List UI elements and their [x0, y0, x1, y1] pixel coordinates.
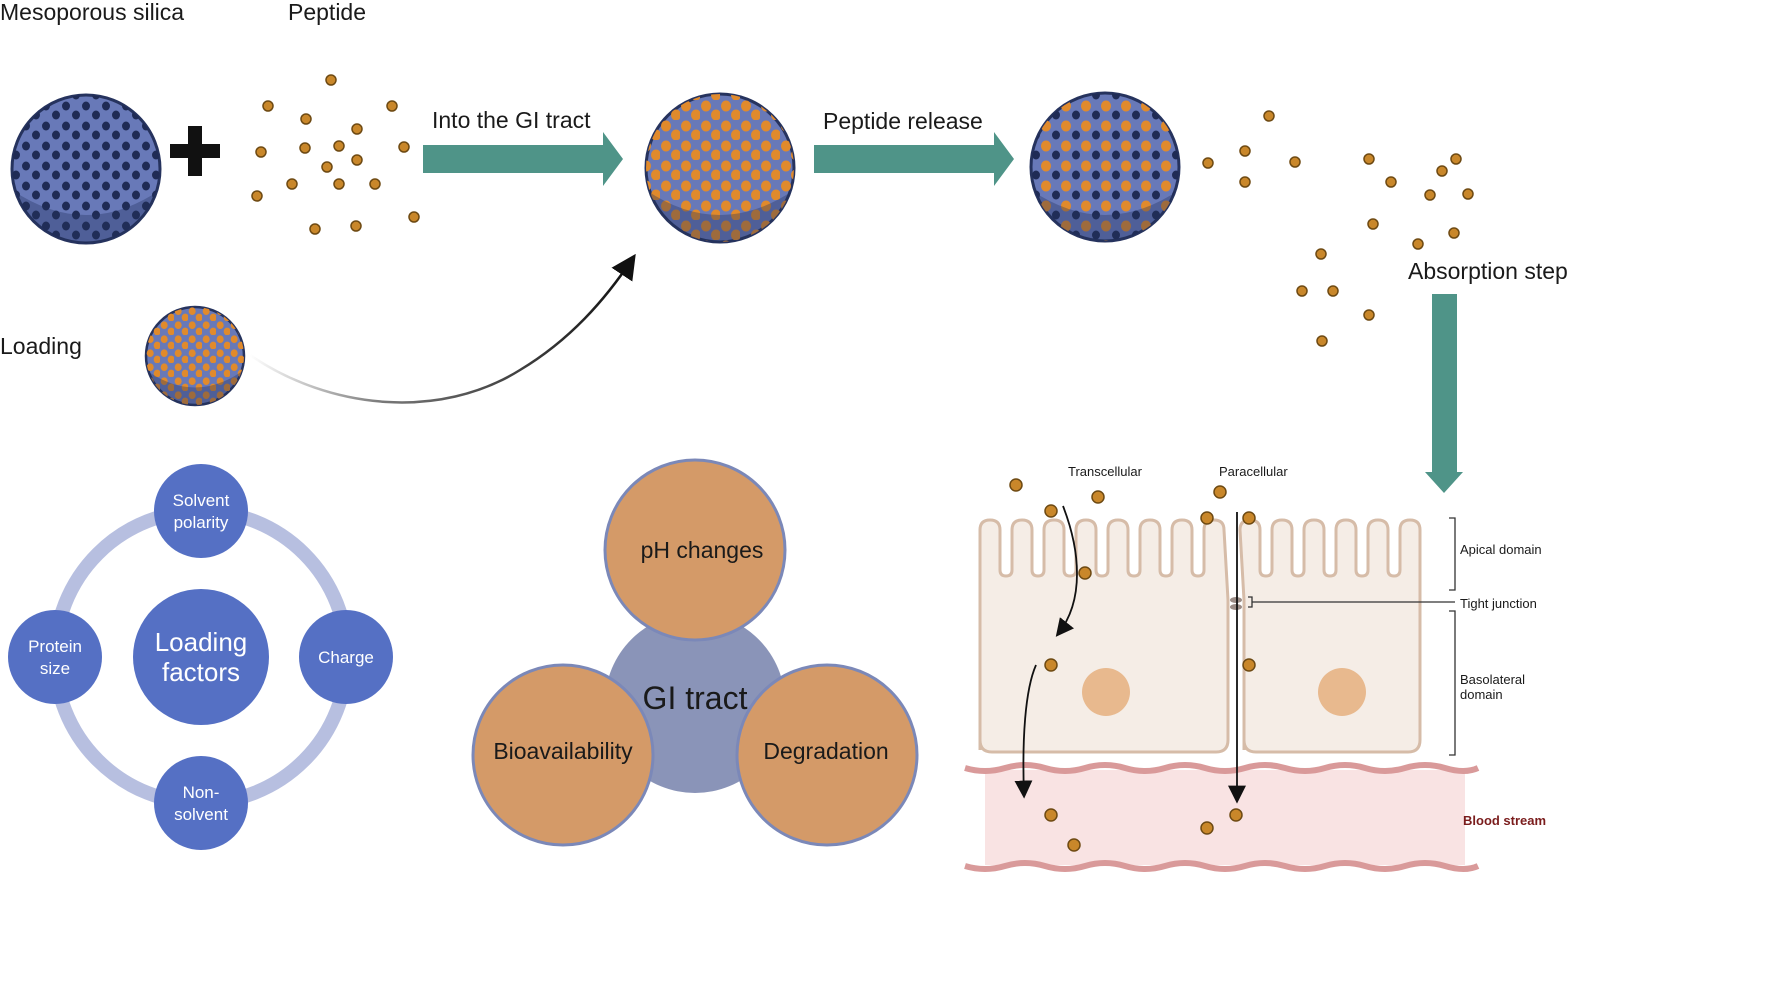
epithelial-cell-left [978, 518, 1230, 754]
silica-particle-loaded [644, 92, 796, 244]
factor-solvent-polarity-line1: Solvent [173, 491, 230, 510]
loading-factors-center-line2: factors [162, 657, 240, 687]
gi-ph-changes [603, 458, 787, 642]
absorption-step-label: Absorption step [1408, 258, 1568, 284]
released-peptides [1202, 110, 1474, 347]
factor-protein-size-line1: Protein [28, 637, 82, 656]
apical-domain-bracket [1449, 517, 1456, 591]
gi-tract-diagram: GI tract pH changes Bioavailability Degr… [471, 458, 919, 847]
loading-curve-arrow [249, 253, 636, 404]
loading-factors-center-line1: Loading [155, 627, 248, 657]
blood-vessel-wall-bottom [964, 860, 1480, 872]
into-gi-tract-label: Into the GI tract [432, 107, 591, 133]
blood-stream-label: Blood stream [1463, 813, 1546, 828]
peptide-release-label: Peptide release [823, 108, 983, 134]
factor-non-solvent-line1: Non- [183, 783, 220, 802]
transcellular-label: Transcellular [1068, 464, 1143, 479]
plus-icon [170, 126, 220, 176]
peptide-label: Peptide [288, 0, 366, 25]
loading-factors-diagram: Loading factors Solvent polarity Charge … [8, 464, 393, 850]
silica-particle-releasing [1029, 91, 1181, 243]
apical-domain-label: Apical domain [1460, 542, 1542, 557]
silica-particle-empty [10, 93, 162, 245]
silica-particle-small-loaded [144, 305, 246, 407]
factor-protein-size [8, 610, 102, 704]
factor-charge [299, 610, 393, 704]
transcellular-arrow-upper [1055, 505, 1078, 637]
factor-protein-size-line2: size [40, 659, 70, 678]
tight-junction-label: Tight junction [1460, 596, 1537, 611]
absorbed-peptides [1009, 478, 1256, 852]
factor-solvent-polarity [154, 464, 248, 558]
basolateral-domain-label-line1: Basolateral [1460, 672, 1525, 687]
gi-degradation-label: Degradation [763, 738, 888, 764]
factor-non-solvent-line2: solvent [174, 805, 228, 824]
blood-vessel-wall-top [964, 762, 1480, 774]
loading-label: Loading [0, 333, 82, 359]
peptide-molecules [251, 74, 420, 235]
into-gi-tract-arrow [423, 132, 623, 186]
nucleus-right [1318, 668, 1366, 716]
gi-ph-changes-label: pH changes [641, 537, 764, 563]
paracellular-label: Paracellular [1219, 464, 1288, 479]
tight-junction-pointer [1248, 596, 1455, 608]
nucleus-left [1082, 668, 1130, 716]
loading-factors-center [133, 589, 269, 725]
blood-stream-region [985, 770, 1465, 865]
factor-solvent-polarity-line2: polarity [174, 513, 229, 532]
tight-junction-marker [1230, 597, 1242, 610]
gi-degradation [735, 663, 919, 847]
gi-tract-center-label: GI tract [643, 680, 748, 716]
epithelium-diagram: Transcellular Paracellular Apical domain… [964, 464, 1546, 872]
absorption-arrow [1425, 294, 1463, 493]
mesoporous-silica-label: Mesoporous silica [0, 0, 184, 25]
peptide-release-arrow [814, 132, 1014, 186]
transcellular-arrow-lower [1014, 664, 1037, 799]
gi-bioavailability [471, 663, 655, 847]
epithelial-cell-right [1238, 518, 1422, 754]
factor-charge-label: Charge [318, 648, 374, 667]
basolateral-domain-label-line2: domain [1460, 687, 1503, 702]
gi-bioavailability-label: Bioavailability [493, 738, 633, 764]
factor-non-solvent [154, 756, 248, 850]
basolateral-domain-bracket [1449, 610, 1456, 756]
